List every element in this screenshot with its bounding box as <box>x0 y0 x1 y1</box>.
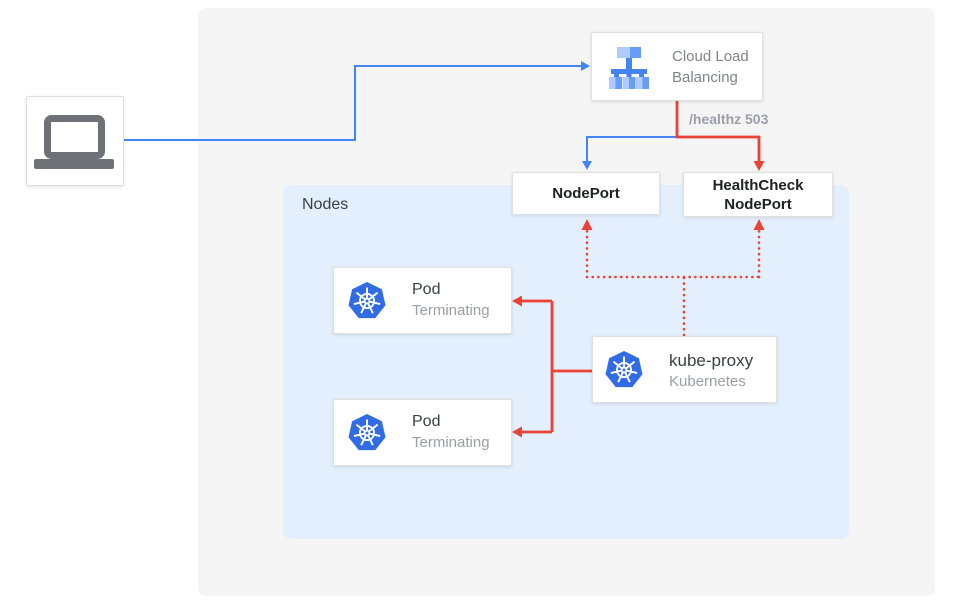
pod-terminating-node-2: Pod Terminating <box>333 399 512 466</box>
healthcheck-nodeport-label-line2: NodePort <box>724 195 792 213</box>
cloud-load-balancing-node: Cloud Load Balancing <box>591 32 763 101</box>
kube-proxy-node: kube-proxy Kubernetes <box>592 336 777 403</box>
pod-title: Pod <box>412 413 441 430</box>
kube-proxy-subtitle: Kubernetes <box>669 373 746 390</box>
nodeport-label: NodePort <box>552 185 620 202</box>
kube-proxy-title: kube-proxy <box>669 351 754 370</box>
cloud-load-balancing-icon <box>609 47 649 89</box>
nodeport-node: NodePort <box>512 172 660 215</box>
kubernetes-icon <box>348 414 386 451</box>
kubernetes-icon <box>605 351 643 388</box>
healthcheck-nodeport-node: HealthCheck NodePort <box>683 172 833 217</box>
kubernetes-icon <box>348 282 386 319</box>
pod-status: Terminating <box>412 434 490 451</box>
pod-terminating-node-1: Pod Terminating <box>333 267 512 334</box>
clb-label-line2: Balancing <box>672 69 738 86</box>
pod-status: Terminating <box>412 302 490 319</box>
laptop-icon <box>34 115 114 169</box>
nodes-panel-label: Nodes <box>302 196 349 213</box>
healthz-status-label: /healthz 503 <box>689 111 769 127</box>
clb-label-line1: Cloud Load <box>672 48 749 65</box>
healthcheck-nodeport-label-line1: HealthCheck <box>712 176 804 194</box>
clb-label: Cloud Load Balancing <box>672 46 749 88</box>
pod-title: Pod <box>412 281 441 298</box>
client-laptop-node <box>26 96 124 186</box>
